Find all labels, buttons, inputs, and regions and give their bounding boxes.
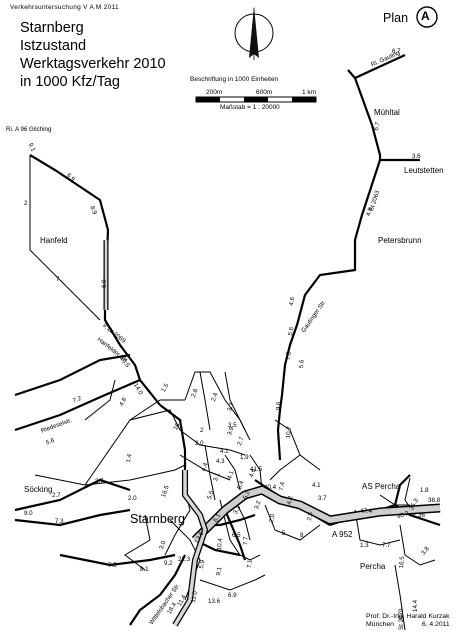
volume-label: 2.0 [128,495,137,502]
volume-label: 5.9 [198,559,207,570]
north-arrow-icon [234,6,274,60]
volume-label: 2.0 [195,440,204,447]
plan-circle-icon [416,6,438,28]
volume-label: 9.0 [24,510,33,517]
volume-label: 3.5 [228,422,237,429]
main-roads [14,54,441,626]
volume-label: 4.1 [312,482,321,489]
credit-block: Prof. Dr.-Ing. Harald Kurzak München 6. … [366,613,450,629]
scale-caption: Beschriftung in 1000 Einheiten [190,76,279,83]
credit-place-date: München 6. 4.2011 [366,621,450,629]
scale-bar [195,96,317,103]
volume-label: 7 [56,276,60,283]
place-muehltal: Mühltal [374,108,400,117]
volume-label: 4.3 [216,458,225,465]
volume-label: 3.7 [318,495,327,502]
volume-label: 2 [24,200,28,207]
credit-author: Prof. Dr.-Ing. Harald Kurzak [366,613,450,620]
volume-label: 2 [200,427,204,434]
volume-label: 5.6 [298,359,306,369]
volume-label: 7.7 [242,536,250,546]
place-hanfeld: Hanfeld [40,236,68,245]
volume-label: 6.9 [101,279,108,288]
scale-ratio: Maßstab = 1 : 20000 [220,104,280,111]
volume-label: 47.4 [360,508,373,515]
volume-label: 41.5 [250,466,263,473]
volume-label: 6.9 [228,592,237,599]
volume-label: 10.4 [216,537,225,551]
volume-label: 6.5 [232,532,241,539]
volume-label: 7.3 [55,518,64,525]
volume-label: 38.8 [428,497,441,504]
volume-label: 7.5 [285,351,293,361]
volume-label: 1.9 [240,454,249,461]
place-as-percha: AS Percha [362,482,401,491]
scale-tick-200: 200m [206,89,223,96]
volume-label: 1.4 [125,453,134,464]
volume-label: 6.7 [373,121,382,132]
scale-tick-1km: 1 km [302,89,317,96]
credit-date: 6. 4.2011 [421,621,450,628]
volume-label: 13.6 [208,598,221,605]
local-roads [29,155,436,631]
road-ri-a96: Ri. A 96 Gilching [6,126,52,133]
volume-label: 9.6 [275,401,283,411]
volume-label: 6.7 [392,48,401,55]
volume-label: 2.5 [306,511,315,522]
volume-label: 9.2 [164,560,173,567]
volume-label: 1.3 [360,542,369,549]
volume-label: 7.4 [278,481,287,492]
volume-label: 5 [282,530,286,537]
place-leutstetten: Leutstetten [404,166,444,175]
title-line-4: in 1000 Kfz/Tag [20,74,120,90]
volume-label: 7.5 [108,562,117,569]
volume-label: 21.3 [178,556,191,563]
volume-label: 16.5 [398,555,407,569]
volume-label: 4.2 [286,495,295,506]
road-a952: A 952 [332,530,353,539]
place-starnberg: Starnberg [130,512,185,526]
volume-label: 7.1 [246,559,254,569]
volume-label: 2.7 [95,478,104,485]
title-line-3: Werktagsverkehr 2010 [20,56,166,72]
scale-tick-600: 600m [256,89,273,96]
a952-motorway [103,240,441,627]
plan-label: Plan [383,11,409,25]
volume-label: 1.8 [420,487,429,494]
survey-header: Verkehrsuntersuchung V A M 2011 [10,4,119,11]
volume-label: 3.6 [412,153,421,160]
place-petersbrunn: Petersbrunn [378,236,422,245]
volume-label: 2.0 [268,513,277,524]
volume-label: 4.6 [288,296,297,307]
volume-label: 40.4 [264,484,277,491]
volume-label: 7.7 [382,542,391,549]
title-line-1: Starnberg [20,20,84,36]
volume-label: 2.7 [52,492,61,499]
volume-label: 8 [300,532,304,539]
volume-label: 14.4 [412,599,419,612]
credit-city: München [366,621,394,628]
place-soecking: Söcking [24,485,53,494]
volume-label: 5.6 [287,326,296,337]
title-line-2: Istzustand [20,38,87,54]
volume-label: 8.1 [140,566,149,573]
place-percha: Percha [360,562,386,571]
plan-letter: A [421,9,430,23]
volume-label: 36 [418,512,425,519]
volume-label: 10.7 [285,425,294,439]
volume-label: 4.1 [220,448,229,455]
volume-label: 9.1 [215,566,224,577]
